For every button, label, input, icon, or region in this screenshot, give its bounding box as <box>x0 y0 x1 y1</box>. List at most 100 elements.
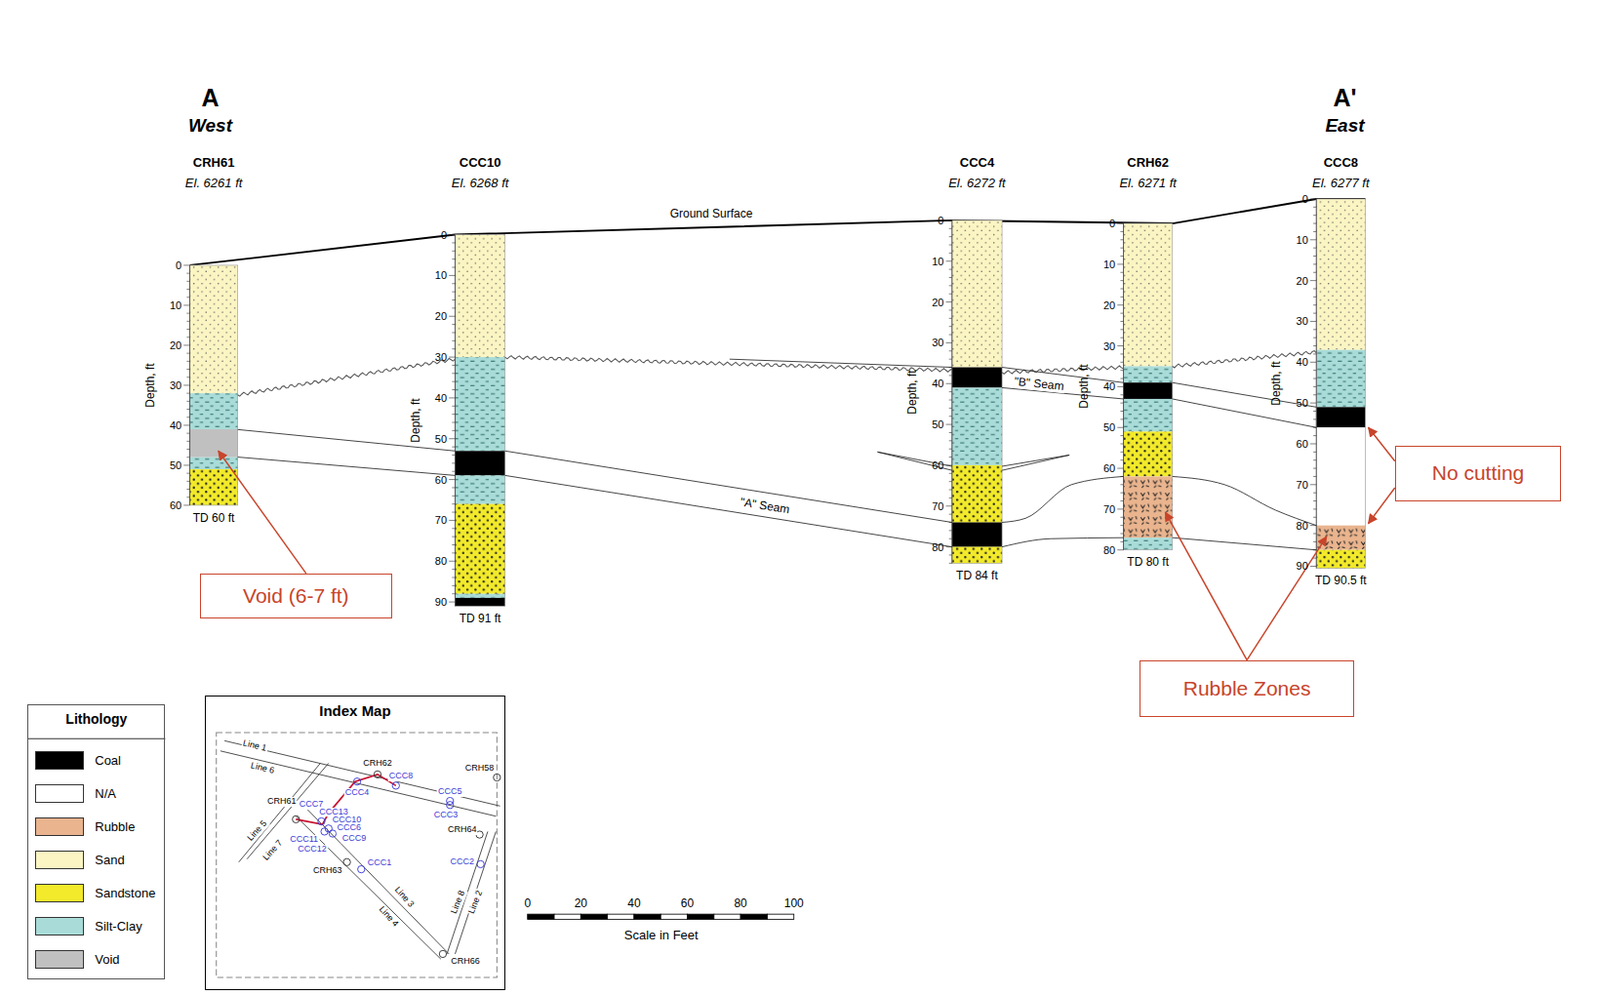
lithology-interval <box>454 357 505 451</box>
diagram-label: 10 <box>435 269 447 281</box>
depth-tick <box>1310 565 1317 567</box>
diagram-label: Depth, ft <box>144 362 158 407</box>
diagram-label: 80 <box>1103 544 1116 557</box>
diagram-label: 50 <box>435 433 447 445</box>
depth-tick <box>451 512 455 514</box>
depth-tick <box>1120 410 1123 412</box>
diagram-label: 20 <box>435 310 447 322</box>
depth-tick <box>1313 410 1317 412</box>
depth-tick <box>1313 328 1317 330</box>
legend-text: Sand <box>94 852 124 868</box>
depth-tick <box>1313 435 1317 437</box>
diagram-label: "A" Seam <box>738 495 793 517</box>
diagram-label: 70 <box>1103 503 1116 516</box>
depth-tick <box>1120 361 1123 363</box>
boring-log <box>448 235 506 607</box>
depth-tick <box>186 448 190 450</box>
diagram-label: CCC3 <box>433 810 460 821</box>
diagram-label: CCC5 <box>437 787 464 798</box>
panel-box: Index Map <box>204 695 506 990</box>
scale-segment <box>714 914 741 920</box>
lithology-interval <box>1123 476 1173 538</box>
diagram-label: TD 84 ft <box>956 569 999 583</box>
depth-tick <box>448 438 455 440</box>
depth-tick <box>949 497 953 499</box>
diagram-label: CCC9 <box>341 834 368 844</box>
legend-row: Void <box>35 950 120 969</box>
lithology-interval <box>952 387 1002 465</box>
depth-tick <box>949 440 953 441</box>
depth-tick <box>448 479 455 480</box>
callout-arrow <box>1164 512 1247 661</box>
diagram-label: 40 <box>1103 380 1116 393</box>
depth-tick <box>1120 320 1123 322</box>
diagram-label: 10 <box>1296 234 1309 246</box>
depth-tick <box>1120 369 1123 371</box>
correlation-line <box>877 451 952 471</box>
depth-tick <box>1120 451 1123 453</box>
depth-tick <box>448 520 455 521</box>
depth-tick <box>451 568 455 570</box>
legend-row: Sandstone <box>35 883 157 903</box>
diagram-label: Line 3 <box>392 884 417 911</box>
depth-tick <box>1313 353 1317 355</box>
index-map <box>216 732 501 978</box>
depth-tick <box>451 503 455 505</box>
depth-tick <box>451 250 455 252</box>
scale-segment <box>607 914 635 920</box>
scale-segment <box>766 914 794 920</box>
correlation-line <box>729 359 953 367</box>
legend-swatch <box>35 751 84 770</box>
lithology-interval <box>190 393 239 430</box>
node-text: Rubble Zones <box>1183 677 1312 701</box>
diagram-label: West <box>188 115 233 136</box>
depth-tick <box>949 554 953 556</box>
depth-tick <box>1120 402 1123 404</box>
depth-tick <box>949 489 953 491</box>
depth-tick <box>186 408 190 410</box>
lithology-interval <box>454 235 505 359</box>
depth-tick <box>1120 533 1123 535</box>
diagram-label: 40 <box>931 377 944 390</box>
diagram-label: 0 <box>440 229 447 241</box>
depth-tick <box>1313 459 1317 461</box>
depth-tick <box>186 328 190 330</box>
depth-tick <box>1313 296 1317 298</box>
depth-tick <box>1120 500 1123 502</box>
diagram-label: Line 2 <box>467 887 486 916</box>
lithology-interval <box>952 367 1002 389</box>
depth-tick <box>1313 345 1317 347</box>
diagram-label: 40 <box>627 897 640 911</box>
diagram-label: 10 <box>169 299 182 312</box>
diagram-label: CCC6 <box>335 823 362 834</box>
legend-swatch <box>35 950 84 969</box>
depth-tick <box>451 372 455 374</box>
depth-tick <box>183 344 190 346</box>
depth-tick <box>946 424 953 426</box>
depth-tick <box>1313 378 1317 380</box>
lithology-interval <box>454 475 505 504</box>
legend-text: Void <box>94 952 120 967</box>
depth-tick <box>946 219 953 221</box>
depth-tick <box>1313 500 1317 502</box>
depth-tick <box>183 264 190 266</box>
depth-tick <box>1313 272 1317 274</box>
depth-tick <box>1120 239 1123 240</box>
diagram-label: 70 <box>931 500 944 513</box>
lithology-interval <box>952 465 1002 523</box>
boring-outline <box>190 265 239 506</box>
depth-tick <box>1313 386 1317 388</box>
boring-symbol <box>320 828 328 836</box>
depth-tick <box>451 536 455 538</box>
diagram-label: CRH63 <box>312 866 344 877</box>
lithology-interval <box>454 450 505 476</box>
depth-tick <box>183 464 190 466</box>
depth-tick <box>1120 337 1123 339</box>
lithology-interval <box>952 220 1002 368</box>
diagram-label: 60 <box>1296 438 1309 450</box>
diagram-label: 40 <box>169 419 182 432</box>
diagram-label: 20 <box>574 897 588 911</box>
depth-tick <box>451 585 455 587</box>
unconformity-line <box>505 356 953 373</box>
diagram-label: 50 <box>1296 397 1309 409</box>
